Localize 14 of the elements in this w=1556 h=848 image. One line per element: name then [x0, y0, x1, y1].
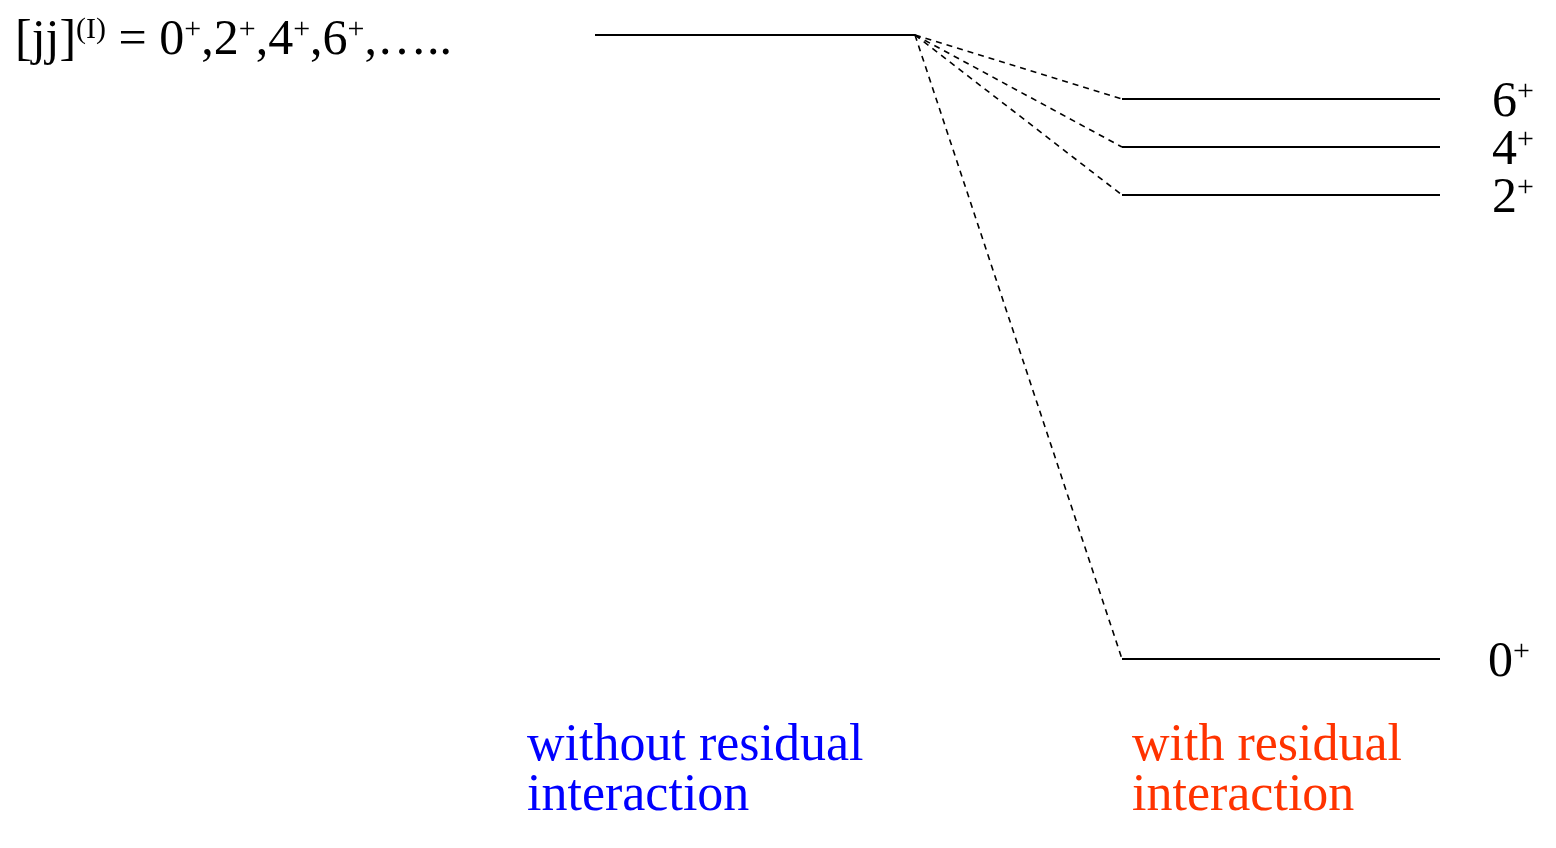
panel-caption: without residual interaction [527, 718, 865, 818]
spin-parity-label: 2$^{+}$ [1492, 170, 1534, 220]
spin-parity-label: 6$^{+}$ [1492, 74, 1534, 124]
dashed-line [914, 34, 1123, 660]
dashed-line [914, 34, 1123, 148]
panel-caption: with residual interaction [1132, 718, 1404, 818]
energy-level-line [1122, 194, 1440, 196]
energy-level-line [1122, 146, 1440, 148]
spin-parity-label: 0$^{+}$ [1488, 634, 1530, 684]
dashed-line [914, 34, 1123, 196]
energy-level-line [1122, 98, 1440, 100]
spin-parity-label: 4$^{+}$ [1492, 122, 1534, 172]
energy-level-line [595, 34, 915, 36]
energy-level-line [1122, 658, 1440, 660]
